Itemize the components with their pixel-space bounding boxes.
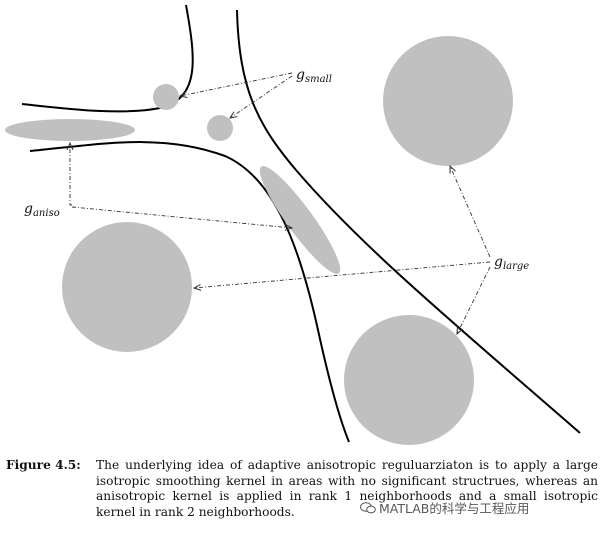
label-g-small: gsmall <box>296 67 332 85</box>
arrow-small-2 <box>230 75 293 118</box>
large-kernel-bottom <box>344 315 474 445</box>
arrow-large-up <box>450 166 491 258</box>
curve-long-diagonal <box>236 9 581 434</box>
figure-illustration: gsmall ganiso glarge <box>5 4 581 445</box>
caption-label: Figure 4.5: <box>6 458 81 472</box>
label-g-large: glarge <box>494 254 529 272</box>
aniso-kernel-diagonal <box>259 166 341 274</box>
large-kernel-left <box>62 222 192 352</box>
arrow-large-down <box>457 266 491 334</box>
watermark: MATLAB的科学与工程应用 <box>360 498 529 517</box>
smoothing-kernels <box>5 36 513 445</box>
small-kernel-1 <box>153 84 179 110</box>
figure-caption: Figure 4.5: The underlying idea of adapt… <box>6 458 598 520</box>
large-kernel-top-right <box>383 36 513 166</box>
arrow-large-left <box>194 261 491 288</box>
small-kernel-2 <box>207 115 233 141</box>
pointer-arrows <box>70 72 491 334</box>
label-g-aniso: ganiso <box>24 201 60 219</box>
arrow-aniso-up <box>70 143 72 206</box>
arrow-small-1 <box>180 72 293 96</box>
arrow-aniso-diag <box>71 206 292 228</box>
aniso-kernel-horizontal <box>5 119 135 141</box>
caption-text: The underlying idea of adaptive anisotro… <box>96 458 598 519</box>
wechat-logo-icon <box>360 502 376 514</box>
watermark-text: MATLAB的科学与工程应用 <box>379 501 530 516</box>
